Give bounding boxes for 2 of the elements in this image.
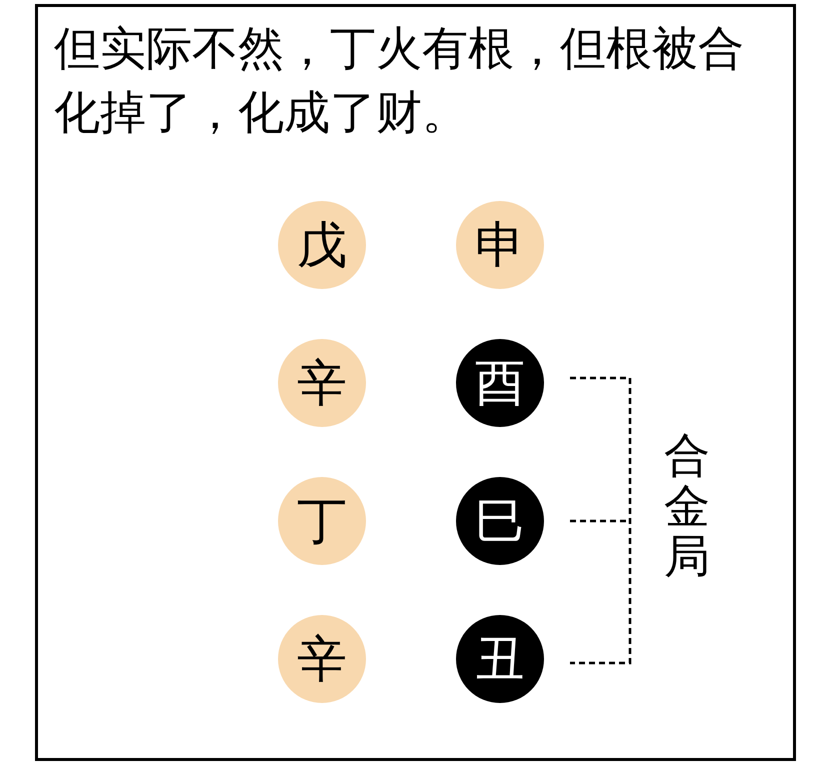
vertical-label: 合金局	[664, 430, 710, 582]
heading: 但实际不然，丁火有根，但根被合化掉了，化成了财。	[54, 20, 745, 141]
